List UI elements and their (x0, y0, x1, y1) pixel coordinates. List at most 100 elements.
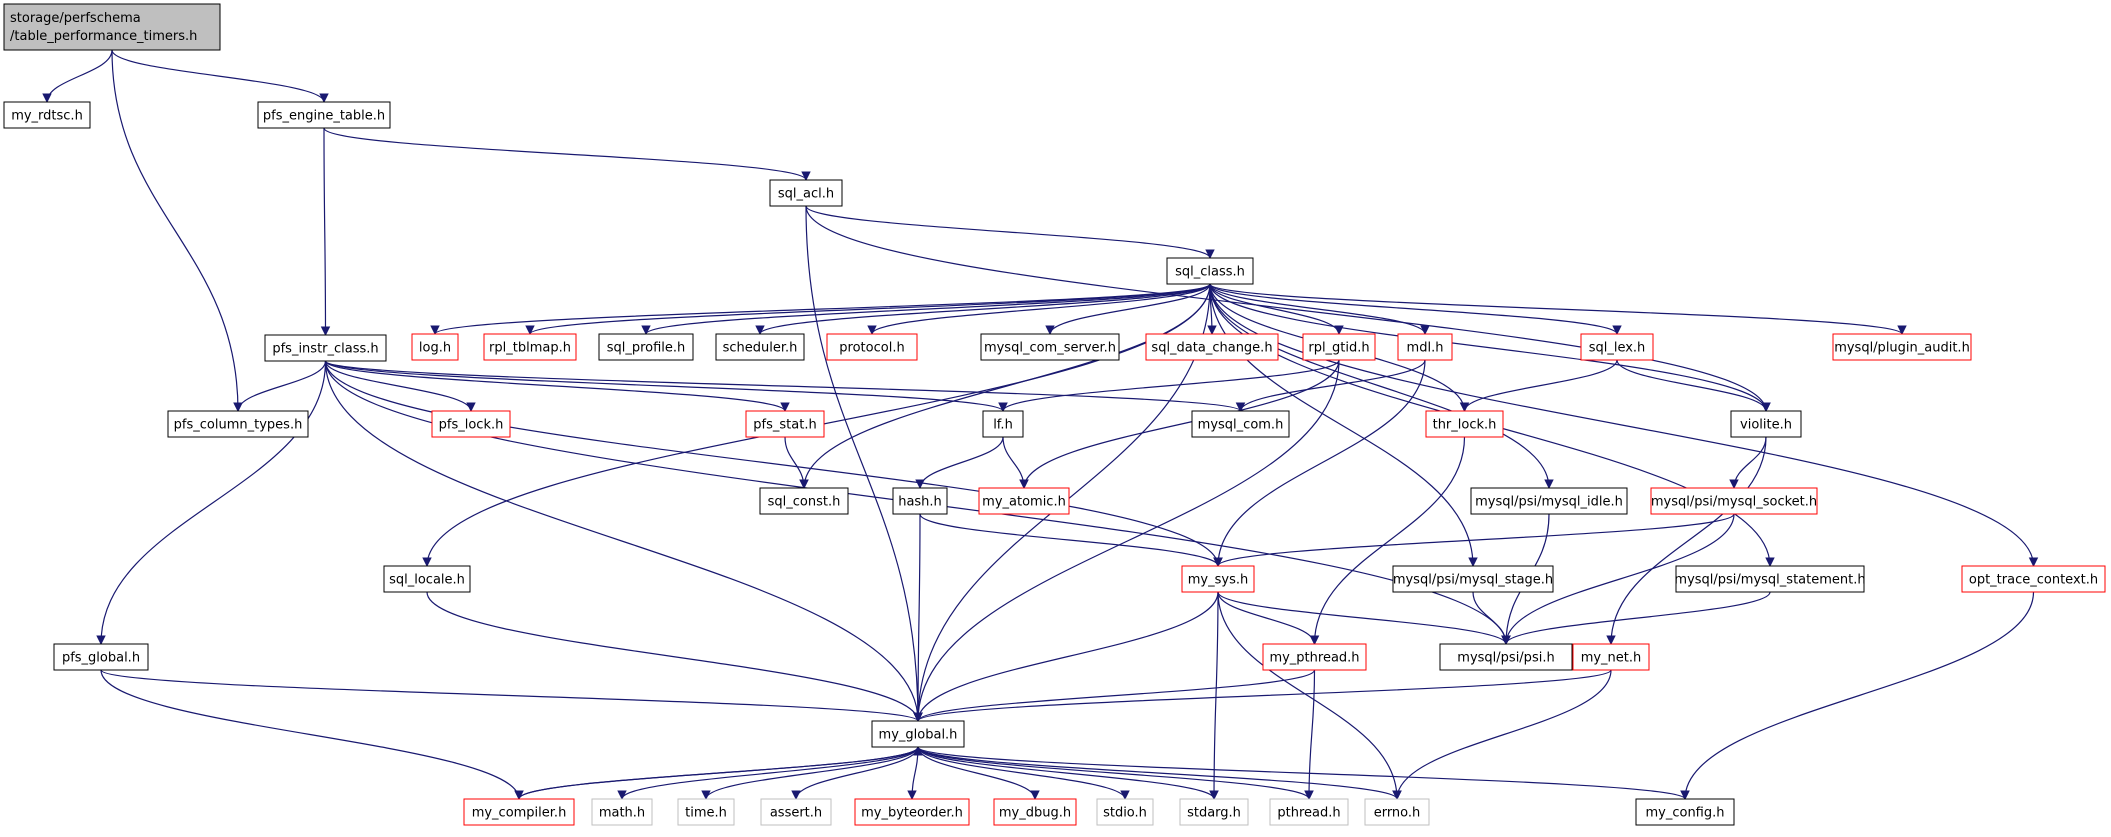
node-label: lf.h (993, 418, 1013, 433)
node-violite[interactable]: violite.h (1730, 410, 1802, 438)
node-pfs-column-types[interactable]: pfs_column_types.h (167, 410, 309, 438)
node-sql-profile[interactable]: sql_profile.h (598, 333, 694, 361)
edge-my_net-to-errno (1392, 669, 1612, 800)
node-box (745, 410, 825, 438)
node-box (598, 333, 694, 361)
node-box (1439, 643, 1573, 671)
node-plugin-audit[interactable]: mysql/plugin_audit.h (1832, 333, 1972, 361)
node-label: hash.h (898, 495, 942, 510)
node-sql-class[interactable]: sql_class.h (1166, 257, 1254, 285)
node-my-dbug[interactable]: my_dbug.h (993, 798, 1077, 826)
node-hash[interactable]: hash.h (892, 487, 948, 515)
node-box (3, 101, 91, 129)
node-box (257, 101, 391, 129)
edge-root-to-my_rdtsc (42, 49, 113, 103)
node-mysql-statement[interactable]: mysql/psi/mysql_statement.h (1674, 565, 1866, 593)
edge-sql_class-to-violite (1209, 283, 1771, 412)
node-stdio[interactable]: stdio.h (1096, 798, 1154, 826)
edge-sql_class-to-mysql_stage (1209, 283, 1478, 567)
node-label: my_pthread.h (1269, 651, 1359, 666)
node-label: opt_trace_context.h (1969, 573, 2098, 588)
node-pfs-global[interactable]: pfs_global.h (53, 643, 149, 671)
edge-pfs_instr_class-to-pfs_global (96, 360, 327, 645)
edge-mysql_socket-to-psi (1501, 513, 1735, 645)
edge-my_global-to-stdarg (917, 746, 1219, 800)
node-mysql-socket[interactable]: mysql/psi/mysql_socket.h (1650, 487, 1818, 515)
node-log[interactable]: log.h (411, 333, 459, 361)
node-label: mysql/psi/mysql_statement.h (1674, 573, 1865, 588)
node-math[interactable]: math.h (591, 798, 653, 826)
node-assert[interactable]: assert.h (760, 798, 832, 826)
node-scheduler[interactable]: scheduler.h (715, 333, 805, 361)
node-label: mdl.h (1407, 341, 1444, 356)
node-my-byteorder[interactable]: my_byteorder.h (854, 798, 970, 826)
node-box (978, 487, 1070, 515)
node-box (411, 333, 459, 361)
node-thr-lock[interactable]: thr_lock.h (1425, 410, 1504, 438)
node-label: pfs_instr_class.h (272, 342, 378, 357)
node-mysql-com[interactable]: mysql_com.h (1191, 410, 1290, 438)
node-sql-lex[interactable]: sql_lex.h (1580, 333, 1654, 361)
node-my-rdtsc[interactable]: my_rdtsc.h (3, 101, 91, 129)
node-psi[interactable]: mysql/psi/psi.h (1439, 643, 1573, 671)
node-my-compiler[interactable]: my_compiler.h (463, 798, 575, 826)
edge-sql_class-to-plugin_audit (1209, 283, 1907, 335)
node-time[interactable]: time.h (677, 798, 735, 826)
node-lf[interactable]: lf.h (982, 410, 1024, 438)
edge-my_net-to-my_global (913, 669, 1612, 722)
node-pfs-stat[interactable]: pfs_stat.h (745, 410, 825, 438)
node-box (982, 410, 1024, 438)
node-box (1191, 410, 1290, 438)
edge-sql_lex-to-violite (1616, 359, 1771, 412)
node-mysql-idle[interactable]: mysql/psi/mysql_idle.h (1470, 487, 1628, 515)
node-box (1961, 565, 2106, 593)
node-pfs-lock[interactable]: pfs_lock.h (431, 410, 511, 438)
node-sql-data-change[interactable]: sql_data_change.h (1145, 333, 1279, 361)
node-label: sql_acl.h (778, 187, 834, 202)
node-rpl-tblmap[interactable]: rpl_tblmap.h (483, 333, 577, 361)
edge-root-to-pfs_engine_table (111, 49, 329, 103)
edge-sql_class-to-sql_lex (1209, 283, 1622, 335)
node-box (1302, 333, 1376, 361)
node-label: my_rdtsc.h (11, 109, 83, 124)
edge-pfs_global-to-my_compiler (100, 669, 524, 800)
node-label: log.h (419, 341, 451, 356)
edge-sql_class-to-mysql_com_server (1045, 283, 1211, 335)
edge-pfs_engine_table-to-sql_acl (323, 127, 811, 181)
node-pfs-instr-class[interactable]: pfs_instr_class.h (264, 334, 387, 362)
node-opt-trace-context[interactable]: opt_trace_context.h (1961, 565, 2106, 593)
node-my-atomic[interactable]: my_atomic.h (978, 487, 1070, 515)
edge-rpl_gtid-to-my_atomic (1019, 359, 1340, 489)
node-box (871, 720, 965, 748)
edge-sql_class-to-scheduler (755, 283, 1211, 335)
edge-my_sys-to-my_global (913, 591, 1219, 722)
node-rpl-gtid[interactable]: rpl_gtid.h (1302, 333, 1376, 361)
node-my-sys[interactable]: my_sys.h (1181, 565, 1255, 593)
node-label: mysql_com.h (1198, 418, 1284, 433)
node-mdl[interactable]: mdl.h (1397, 333, 1453, 361)
node-label: my_net.h (1581, 651, 1642, 666)
node-sql-acl[interactable]: sql_acl.h (769, 179, 843, 207)
node-sql-const[interactable]: sql_const.h (759, 487, 849, 515)
node-pthread[interactable]: pthread.h (1269, 798, 1349, 826)
node-my-net[interactable]: my_net.h (1572, 643, 1650, 671)
node-label: sql_data_change.h (1151, 341, 1272, 356)
node-my-pthread[interactable]: my_pthread.h (1262, 643, 1367, 671)
node-mysql-com-server[interactable]: mysql_com_server.h (980, 333, 1120, 361)
node-pfs-engine-table[interactable]: pfs_engine_table.h (257, 101, 391, 129)
node-protocol[interactable]: protocol.h (826, 333, 918, 361)
node-my-global[interactable]: my_global.h (871, 720, 965, 748)
node-box (1650, 487, 1818, 515)
edge-sql_class-to-rpl_tblmap (525, 283, 1211, 335)
edge-my_global-to-pthread (917, 746, 1314, 800)
node-box (264, 334, 387, 362)
node-label: sql_const.h (768, 495, 841, 510)
node-label: sql_lex.h (1589, 341, 1646, 356)
node-sql-locale[interactable]: sql_locale.h (383, 565, 471, 593)
node-errno[interactable]: errno.h (1364, 798, 1430, 826)
edge-my_sys-to-psi (1217, 591, 1511, 645)
node-stdarg[interactable]: stdarg.h (1179, 798, 1249, 826)
node-mysql-stage[interactable]: mysql/psi/mysql_stage.h (1392, 565, 1554, 593)
node-my-config[interactable]: my_config.h (1635, 798, 1735, 826)
